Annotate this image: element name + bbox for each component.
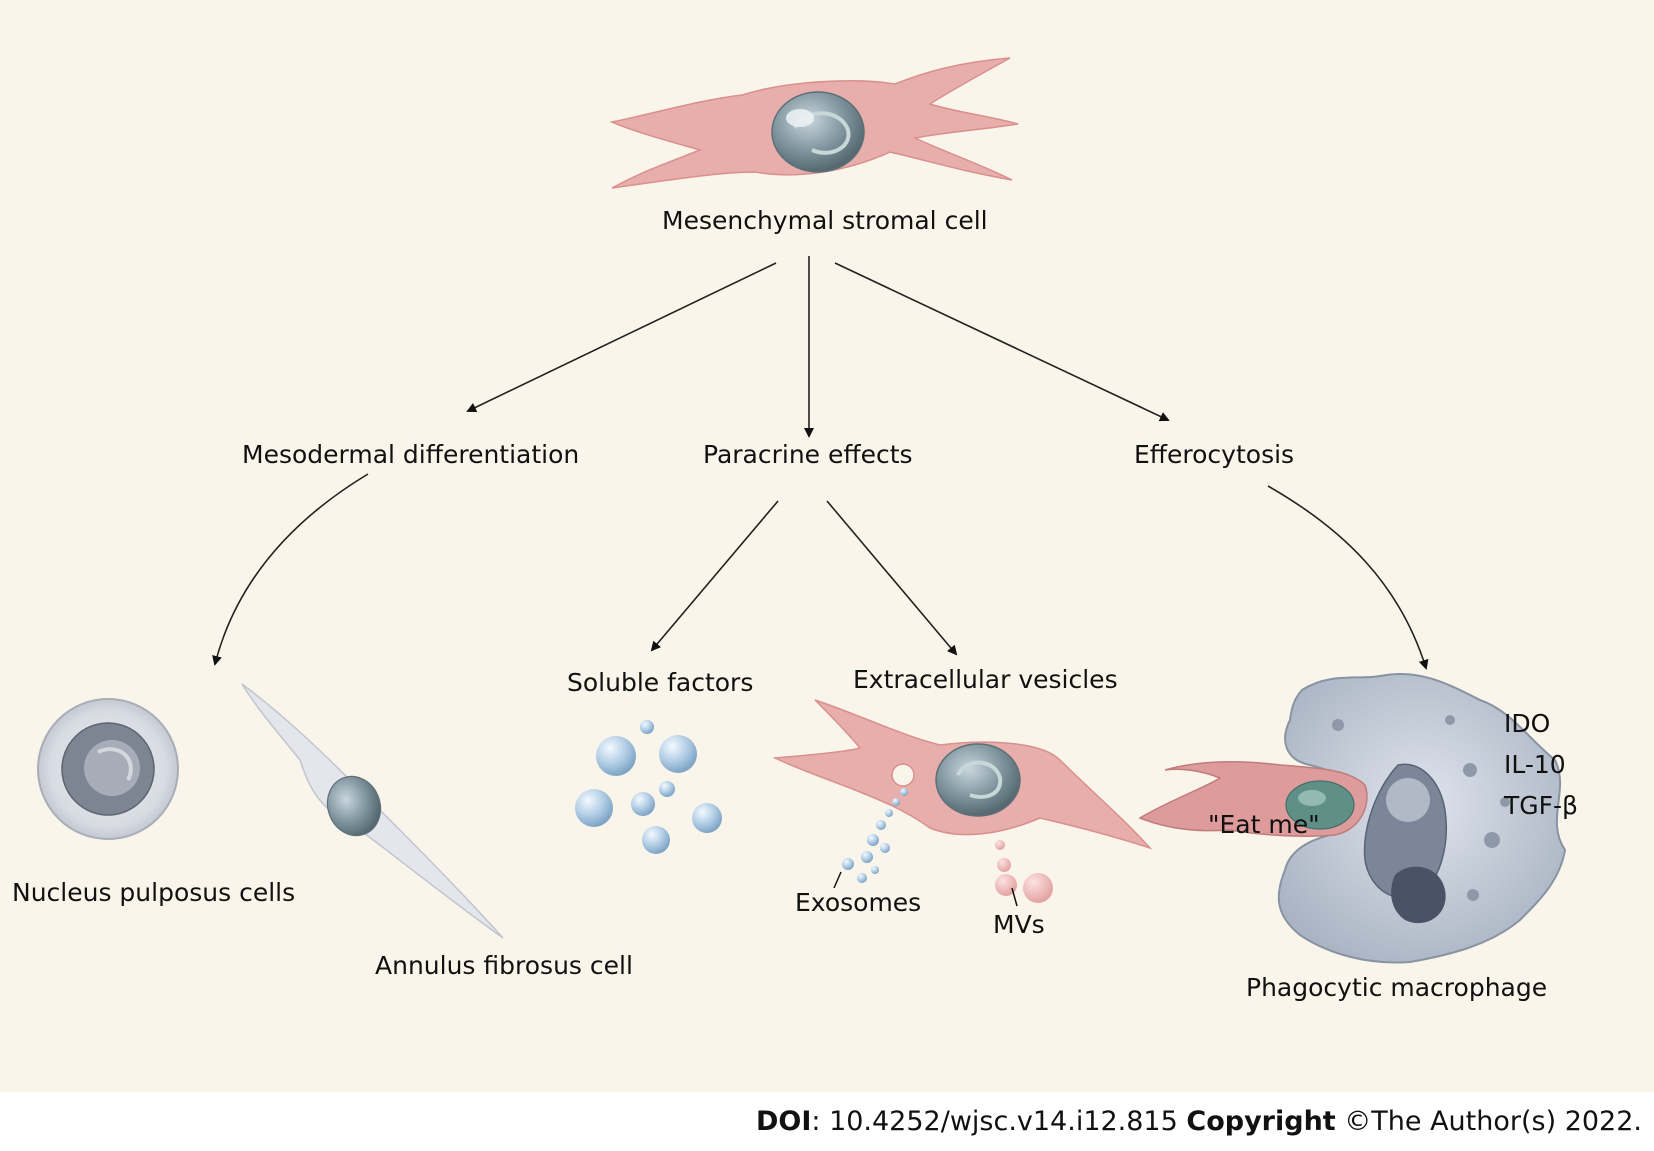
copyright-label: Copyright: [1186, 1106, 1336, 1137]
mesodermal-differentiation-label: Mesodermal differentiation: [242, 440, 580, 469]
doi-label: DOI: [755, 1106, 812, 1137]
soluble-factors-label: Soluble factors: [567, 668, 754, 697]
doi-value: : 10.4252/wjsc.v14.i12.815: [811, 1106, 1187, 1137]
apoptotic-cell-illustration: [1138, 761, 1368, 837]
nucleus-pulposus-label: Nucleus pulposus cells: [12, 878, 296, 907]
exosomes-label: Exosomes: [795, 888, 922, 917]
msc-cell-illustration: [609, 57, 1019, 189]
vesicle-secreting-cell-illustration: [772, 699, 1153, 907]
soluble-factor-bubbles: [575, 720, 722, 854]
arrow-to-mesodermal: [466, 262, 777, 413]
cytokine-tgfb-label: TGF-β: [1504, 791, 1578, 820]
cytokine-ido-label: IDO: [1504, 709, 1551, 738]
extracellular-vesicles-label: Extracellular vesicles: [853, 665, 1118, 694]
annulus-fibrosus-cell-illustration: [241, 683, 504, 939]
macrophage-illustration: [1277, 672, 1567, 964]
efferocytosis-label: Efferocytosis: [1134, 440, 1295, 469]
nucleus-pulposus-cell-illustration: [37, 698, 179, 840]
arrow-to-disc-cells: [212, 473, 369, 666]
diagram-svg: [37, 57, 1567, 964]
copyright-value: ©The Author(s) 2022.: [1335, 1106, 1642, 1137]
phagocytic-macrophage-label: Phagocytic macrophage: [1246, 973, 1548, 1002]
arrow-to-soluble-factors: [650, 500, 779, 652]
eat-me-label: "Eat me": [1208, 810, 1320, 839]
arrow-to-vesicles: [826, 500, 958, 656]
paracrine-effects-label: Paracrine effects: [703, 440, 913, 469]
arrow-to-macrophage: [1267, 485, 1429, 670]
mvs-label: MVs: [993, 910, 1045, 939]
cytokine-il10-label: IL-10: [1504, 750, 1566, 779]
annulus-fibrosus-label: Annulus fibrosus cell: [375, 951, 633, 980]
msc-label: Mesenchymal stromal cell: [662, 206, 988, 235]
arrow-to-efferocytosis: [834, 262, 1170, 422]
citation-footer: DOI: 10.4252/wjsc.v14.i12.815 Copyright …: [756, 1108, 1642, 1135]
